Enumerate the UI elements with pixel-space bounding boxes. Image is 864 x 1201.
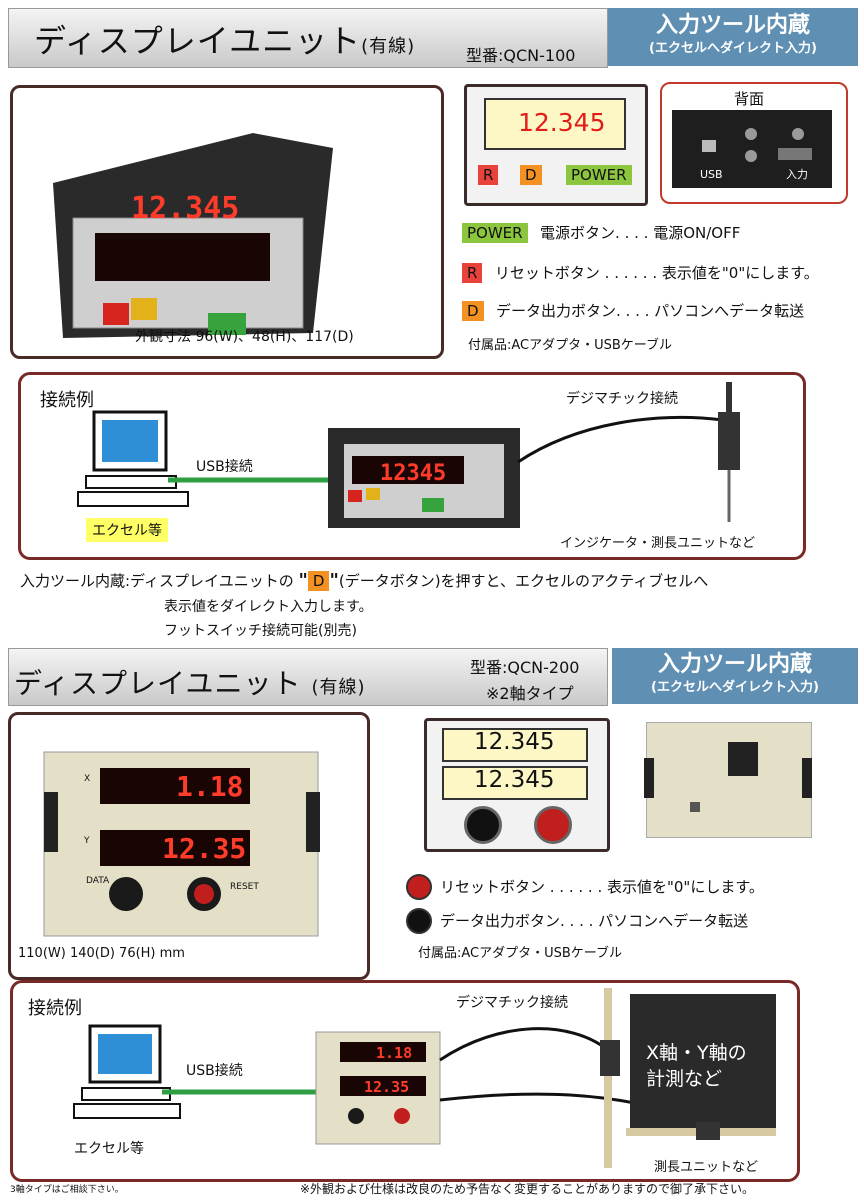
legend-d-tag: D [462, 301, 484, 321]
accessories-2: 付属品:ACアダプタ・USBケーブル [418, 946, 623, 961]
rear-usb-port [702, 140, 716, 152]
photo-y-display: 12.35 [162, 832, 247, 865]
dimensions-1: 外観寸法 96(W)、48(H)、117(D) [135, 329, 354, 345]
input-tool-badge-2: 入力ツール内蔵 (エクセルへダイレクト入力) [612, 648, 858, 704]
schematic-data-button [464, 806, 502, 844]
note-line-1: 入力ツール内蔵:ディスプレイユニットの "D"(データボタン)を押すと、エクセル… [20, 570, 708, 591]
page-title-2: ディスプレイユニット (有線) [14, 662, 366, 702]
header-bar-1 [8, 8, 608, 68]
rear-jack-1 [745, 128, 757, 140]
legend-data: D データ出力ボタン. . . . パソコンへデータ転送 [462, 300, 804, 321]
model-note-2: ※2軸タイプ [486, 684, 574, 703]
note1-prefix: 入力ツール内蔵:ディスプレイユニットの [20, 572, 294, 590]
conn-digimatic-1: デジマチック接続 [566, 391, 678, 407]
conn-unit-2: 測長ユニットなど [654, 1160, 759, 1175]
device-photo-1 [53, 133, 333, 338]
conn-title-1: 接続例 [40, 390, 94, 411]
rear-2-left-bumper [644, 758, 654, 798]
schematic-display-2a [442, 728, 588, 762]
photo-y-label: Y [84, 836, 90, 846]
excel-label-1: エクセル等 [86, 518, 168, 542]
device-photo-2 [43, 751, 320, 937]
page-title-1: ディスプレイユニット(有線) [34, 16, 415, 62]
product-photo-frame-1: 12.345 外観寸法 96(W)、48(H)、117(D) [10, 85, 444, 359]
legend-power-tag: POWER [462, 223, 528, 243]
photo-x-display: 1.18 [176, 770, 244, 803]
badge-line1: 入力ツール内蔵 [655, 13, 810, 38]
quote-close: " [329, 570, 339, 591]
conn-title-2: 接続例 [28, 998, 82, 1019]
conn-usb-label-1: USB接続 [196, 459, 253, 475]
xy-measure-label: X軸・Y軸の計測など [646, 1042, 747, 1090]
note-line-3: フットスイッチ接続可能(別売) [164, 623, 357, 639]
legend-data-circle [406, 908, 432, 934]
legend-d-text: データ出力ボタン. . . . パソコンへデータ転送 [496, 302, 805, 320]
dimensions-2: 110(W) 140(D) 76(H) mm [18, 946, 185, 961]
photo-reset-label: RESET [230, 882, 259, 892]
conn-usb-label-2: USB接続 [186, 1063, 243, 1079]
title-sub: (有線) [361, 36, 416, 57]
conn-display-1: 12345 [380, 461, 447, 486]
schematic-value-2b: 12.345 [474, 767, 555, 793]
schematic-display-2b [442, 766, 588, 800]
note-line-2: 表示値をダイレクト入力します。 [164, 599, 373, 615]
rear-title: 背面 [734, 90, 765, 108]
rear-usb-label: USB [700, 168, 723, 181]
schematic-value-2a: 12.345 [474, 729, 555, 755]
conn2-display-2: 12.35 [364, 1078, 410, 1096]
accessories-1: 付属品:ACアダプタ・USBケーブル [468, 338, 673, 353]
badge-line2: (エクセルへダイレクト入力) [649, 41, 817, 56]
legend-power-text: 電源ボタン. . . . 電源ON/OFF [540, 224, 741, 242]
conn-indicator-1: インジケータ・測長ユニットなど [560, 536, 756, 551]
note1-d-tag: D [307, 571, 330, 591]
footer-right: ※外観および仕様は改良のため予告なく変更することがありますので御了承下さい。 [300, 1182, 755, 1196]
rear-2-usb-port [690, 802, 700, 812]
badge2-line1: 入力ツール内蔵 [657, 652, 812, 677]
connection-diagram-1 [77, 382, 740, 528]
input-tool-badge-1: 入力ツール内蔵 (エクセルへダイレクト入力) [608, 8, 858, 66]
rear-2-right-bumper [802, 758, 812, 798]
header-bar-2 [8, 648, 608, 706]
rear-input-connector [778, 148, 812, 160]
quote-open: " [298, 570, 308, 591]
legend-reset-text: リセットボタン . . . . . . 表示値を"0"にします。 [440, 878, 764, 896]
schematic-value-1: 12.345 [518, 108, 606, 137]
schematic-d-button: D [520, 165, 542, 185]
conn2-display-1: 1.18 [376, 1044, 413, 1062]
schematic-reset-button [534, 806, 572, 844]
connection-diagram-2 [73, 988, 776, 1168]
rear-panel-2 [646, 722, 812, 838]
photo-x-label: X [84, 774, 91, 784]
legend-data-text: データ出力ボタン. . . . パソコンへデータ転送 [440, 912, 749, 930]
excel-label-2: エクセル等 [74, 1141, 144, 1157]
conn-digimatic-2: デジマチック接続 [456, 995, 568, 1011]
legend-r-text: リセットボタン . . . . . . 表示値を"0"にします。 [494, 264, 819, 282]
schematic-power-button: POWER [566, 165, 632, 185]
legend-power: POWER 電源ボタン. . . . 電源ON/OFF [462, 222, 740, 243]
title-text: ディスプレイユニット [34, 22, 362, 60]
footer-left: 3軸タイプはご相談下さい。 [10, 1185, 124, 1195]
model-number-2: 型番:QCN-200 [470, 658, 580, 677]
rear-jack-2 [745, 150, 757, 162]
rear-input-label: 入力 [786, 168, 808, 181]
schematic-r-button: R [478, 165, 499, 185]
title-text-2: ディスプレイユニット [14, 667, 302, 700]
legend-reset: R リセットボタン . . . . . . 表示値を"0"にします。 [462, 262, 819, 283]
legend-reset-circle [406, 874, 432, 900]
photo-led-display: 12.345 [131, 191, 240, 226]
photo-data-label: DATA [86, 876, 110, 886]
note1-suffix: (データボタン)を押すと、エクセルのアクティブセルへ [338, 572, 709, 590]
rear-jack-3 [792, 128, 804, 140]
title-sub-2: (有線) [311, 677, 366, 698]
model-number-1: 型番:QCN-100 [466, 46, 576, 65]
rear-2-connector [728, 742, 758, 776]
badge2-line2: (エクセルへダイレクト入力) [651, 680, 819, 695]
schematic-display-1 [484, 98, 626, 150]
legend-r-tag: R [462, 263, 483, 283]
